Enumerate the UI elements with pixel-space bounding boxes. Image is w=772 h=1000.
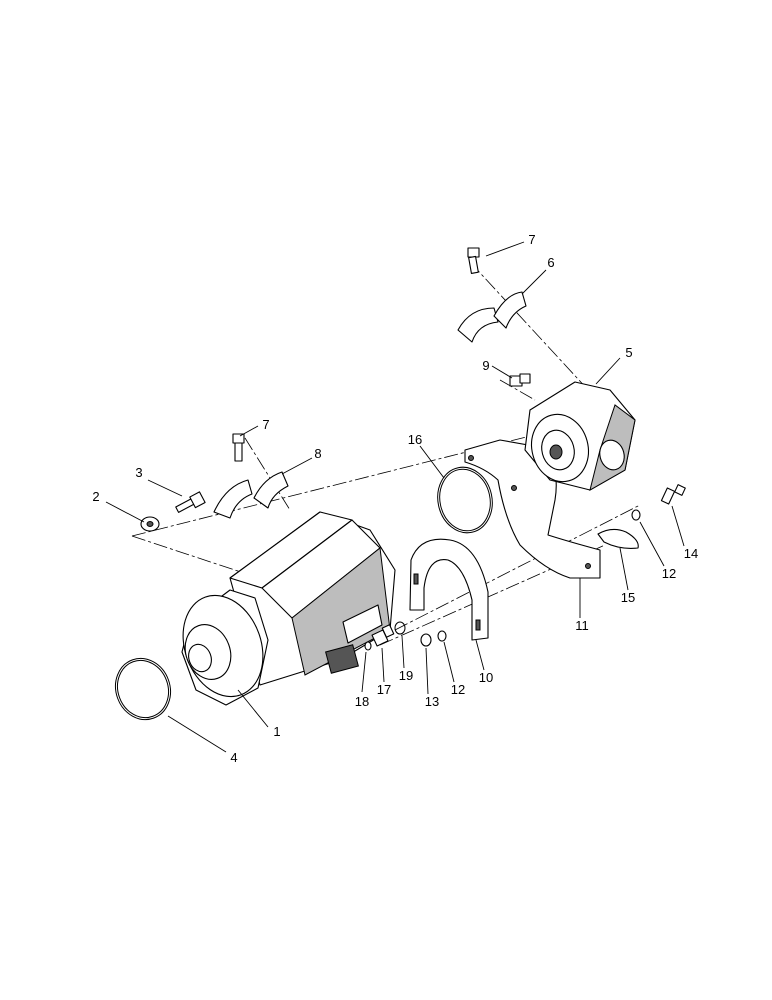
callout-4: 4	[230, 750, 237, 765]
callout-labels: 1 2 3 4 5 6 7 7 8 9 10 11 12 12 13 14 15…	[92, 232, 698, 765]
screw-14	[660, 484, 686, 505]
callout-9: 9	[482, 358, 489, 373]
bolt-9	[509, 373, 531, 387]
callout-3: 3	[135, 465, 142, 480]
mounting-plate-11	[464, 439, 601, 579]
callout-16: 16	[408, 432, 422, 447]
bolt-7-lower	[232, 433, 245, 462]
callout-10: 10	[479, 670, 493, 685]
clamp-6	[457, 291, 527, 343]
callout-7-lower: 7	[262, 417, 269, 432]
callout-5: 5	[625, 345, 632, 360]
o-ring-19	[394, 621, 406, 635]
washer-2	[140, 516, 160, 532]
callout-18: 18	[355, 694, 369, 709]
bolt-7-upper	[467, 247, 480, 274]
o-ring-16	[437, 466, 493, 534]
washer-12-lower	[437, 630, 447, 642]
callout-8: 8	[314, 446, 321, 461]
callout-17: 17	[377, 682, 391, 697]
callout-7-upper: 7	[528, 232, 535, 247]
callout-13: 13	[425, 694, 439, 709]
clamp-8	[213, 471, 289, 519]
callout-15: 15	[621, 590, 635, 605]
u-bracket-10	[409, 538, 489, 641]
leader-lines	[105, 241, 685, 753]
callout-12-lower: 12	[451, 682, 465, 697]
callout-2: 2	[92, 489, 99, 504]
motor-body	[181, 511, 396, 706]
callout-12-upper: 12	[662, 566, 676, 581]
pump-5	[524, 381, 636, 492]
o-ring-18	[364, 641, 372, 651]
callout-1: 1	[273, 724, 280, 739]
front-o-ring	[115, 657, 171, 721]
bolt-3	[175, 491, 206, 513]
callout-6: 6	[547, 255, 554, 270]
clip-15	[597, 528, 639, 549]
fitting-17	[371, 624, 395, 647]
nut-13	[420, 633, 432, 647]
callout-11: 11	[575, 618, 589, 633]
callout-14: 14	[684, 546, 698, 561]
washer-12-upper	[631, 509, 641, 521]
callout-19: 19	[399, 668, 413, 683]
